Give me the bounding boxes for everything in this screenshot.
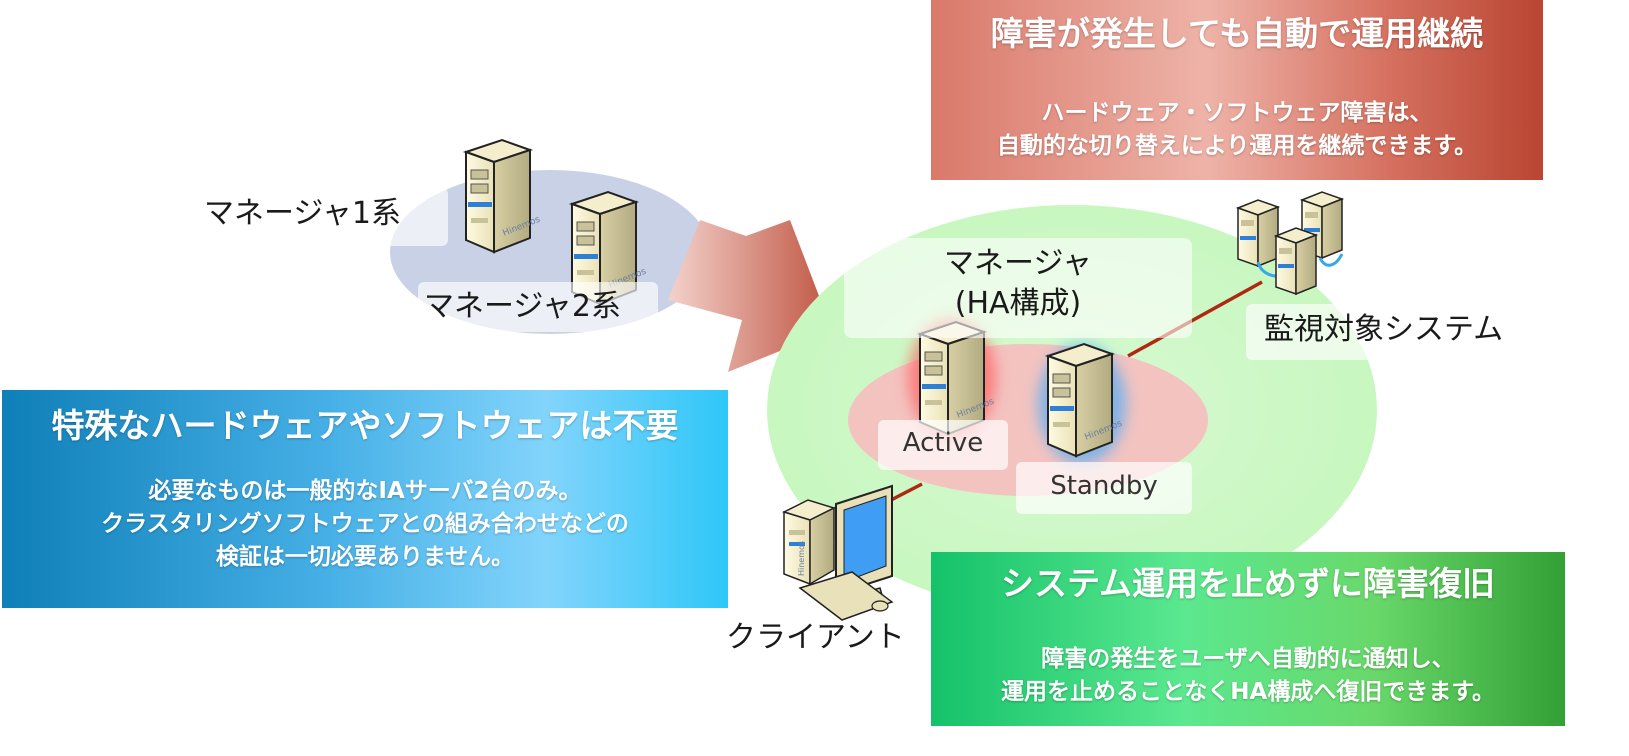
no-special-title: 特殊なハードウェアやソフトウェアは不要	[51, 406, 679, 445]
no-special-line1: 必要なものは一般的なIAサーバ2台のみ。	[148, 478, 582, 504]
manager2-label-box	[418, 282, 658, 332]
recovery-panel: システム運用を止めずに障害復旧 障害の発生をユーザへ自動的に通知し、 運用を止め…	[931, 552, 1565, 726]
client-pc-icon	[781, 484, 894, 621]
monitored-connection-line	[1127, 280, 1263, 358]
no-special-panel: 特殊なハードウェアやソフトウェアは不要 必要なものは一般的なIAサーバ2台のみ。…	[2, 390, 728, 608]
ha-label-box	[844, 238, 1192, 338]
recovery-title: システム運用を止めずに障害復旧	[1000, 564, 1495, 603]
auto-continue-title: 障害が発生しても自動で運用継続	[990, 14, 1484, 53]
recovery-line2: 運用を止めることなくHA構成へ復旧できます。	[1000, 679, 1496, 705]
active-server-icon	[919, 321, 985, 435]
standby-label-box	[1016, 462, 1192, 514]
standby-server-icon	[1047, 343, 1113, 457]
ha-label-line1: マネージャ	[944, 246, 1092, 281]
recovery-line1: 障害の発生をユーザへ自動的に通知し、	[1041, 646, 1455, 672]
manager2-label: マネージャ2系	[424, 289, 621, 324]
standby-label: Standby	[1050, 471, 1158, 501]
monitored-label-box	[1246, 304, 1516, 360]
no-special-line2: クラスタリングソフトウェアとの組み合わせなどの	[101, 511, 629, 537]
server-brand-text: Hinemos	[797, 541, 806, 576]
manager1-server-icon	[465, 139, 531, 253]
manager1-label-box	[196, 188, 448, 246]
no-special-line3: 検証は一切必要ありません。	[215, 544, 515, 570]
active-label: Active	[902, 428, 984, 458]
monitored-label: 監視対象システム	[1264, 312, 1504, 347]
ha-label-line2: (HA構成)	[954, 286, 1082, 321]
client-label: クライアント	[726, 620, 905, 655]
manager1-label: マネージャ1系	[204, 196, 401, 231]
active-label-box	[878, 420, 1008, 470]
monitored-system-icon	[1237, 191, 1344, 295]
auto-continue-line2: 自動的な切り替えにより運用を継続できます。	[996, 133, 1478, 159]
auto-continue-panel: 障害が発生しても自動で運用継続 ハードウェア・ソフトウェア障害は、 自動的な切り…	[931, 0, 1543, 180]
auto-continue-line1: ハードウェア・ソフトウェア障害は、	[1041, 100, 1433, 126]
